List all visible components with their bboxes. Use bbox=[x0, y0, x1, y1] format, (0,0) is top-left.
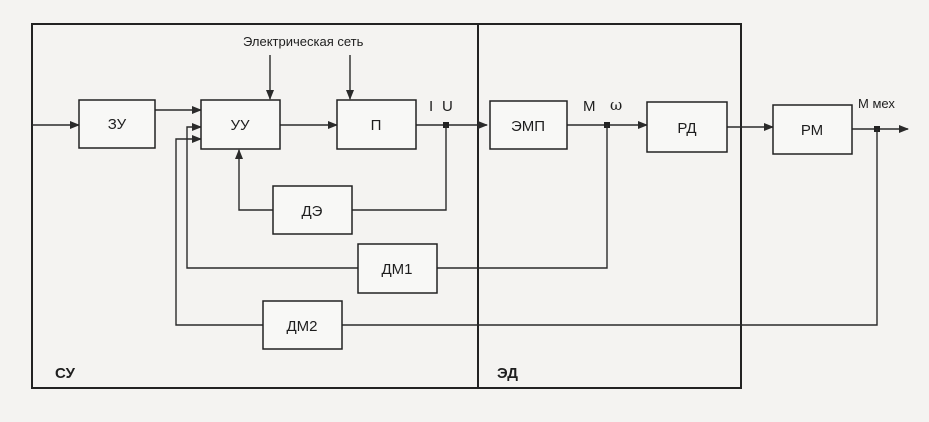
block-zu-label: ЗУ bbox=[108, 116, 127, 133]
signal-mech-torque-label: M мех bbox=[858, 96, 895, 111]
signal-voltage-label: U bbox=[442, 98, 453, 115]
control-system-label: СУ bbox=[55, 365, 76, 382]
control-system-frame bbox=[31, 23, 479, 389]
block-p[interactable]: П bbox=[336, 99, 417, 150]
electric-drive-label: ЭД bbox=[497, 365, 518, 382]
block-de-label: ДЭ bbox=[302, 203, 323, 220]
signal-omega-label: ω bbox=[610, 96, 622, 114]
block-emp-label: ЭМП bbox=[511, 118, 545, 135]
electric-drive-frame bbox=[477, 23, 742, 389]
block-rd[interactable]: РД bbox=[646, 101, 728, 153]
block-dm1[interactable]: ДМ1 bbox=[357, 243, 438, 294]
block-dm2[interactable]: ДМ2 bbox=[262, 300, 343, 350]
signal-torque-label: M bbox=[583, 98, 596, 115]
dm2-to-uu-arrow bbox=[175, 135, 263, 326]
dm1-to-uu-arrow bbox=[186, 123, 358, 269]
block-rm[interactable]: РМ bbox=[772, 104, 853, 155]
block-zu[interactable]: ЗУ bbox=[78, 99, 156, 149]
block-uu[interactable]: УУ bbox=[200, 99, 281, 150]
de-to-uu-arrow bbox=[235, 149, 273, 211]
m-omega-to-dm1-line bbox=[437, 125, 608, 269]
block-p-label: П bbox=[371, 117, 382, 134]
block-de[interactable]: ДЭ bbox=[272, 185, 353, 235]
iu-to-de-line bbox=[352, 125, 447, 211]
block-rm-label: РМ bbox=[801, 122, 823, 139]
power-grid-label: Электрическая сеть bbox=[243, 34, 364, 49]
m-mech-to-dm2-line bbox=[342, 129, 878, 326]
block-dm1-label: ДМ1 bbox=[382, 261, 413, 278]
block-emp[interactable]: ЭМП bbox=[489, 100, 568, 150]
block-dm2-label: ДМ2 bbox=[287, 318, 318, 335]
block-rd-label: РД bbox=[677, 120, 696, 137]
signal-current-label: I bbox=[429, 98, 433, 115]
block-uu-label: УУ bbox=[230, 117, 250, 134]
